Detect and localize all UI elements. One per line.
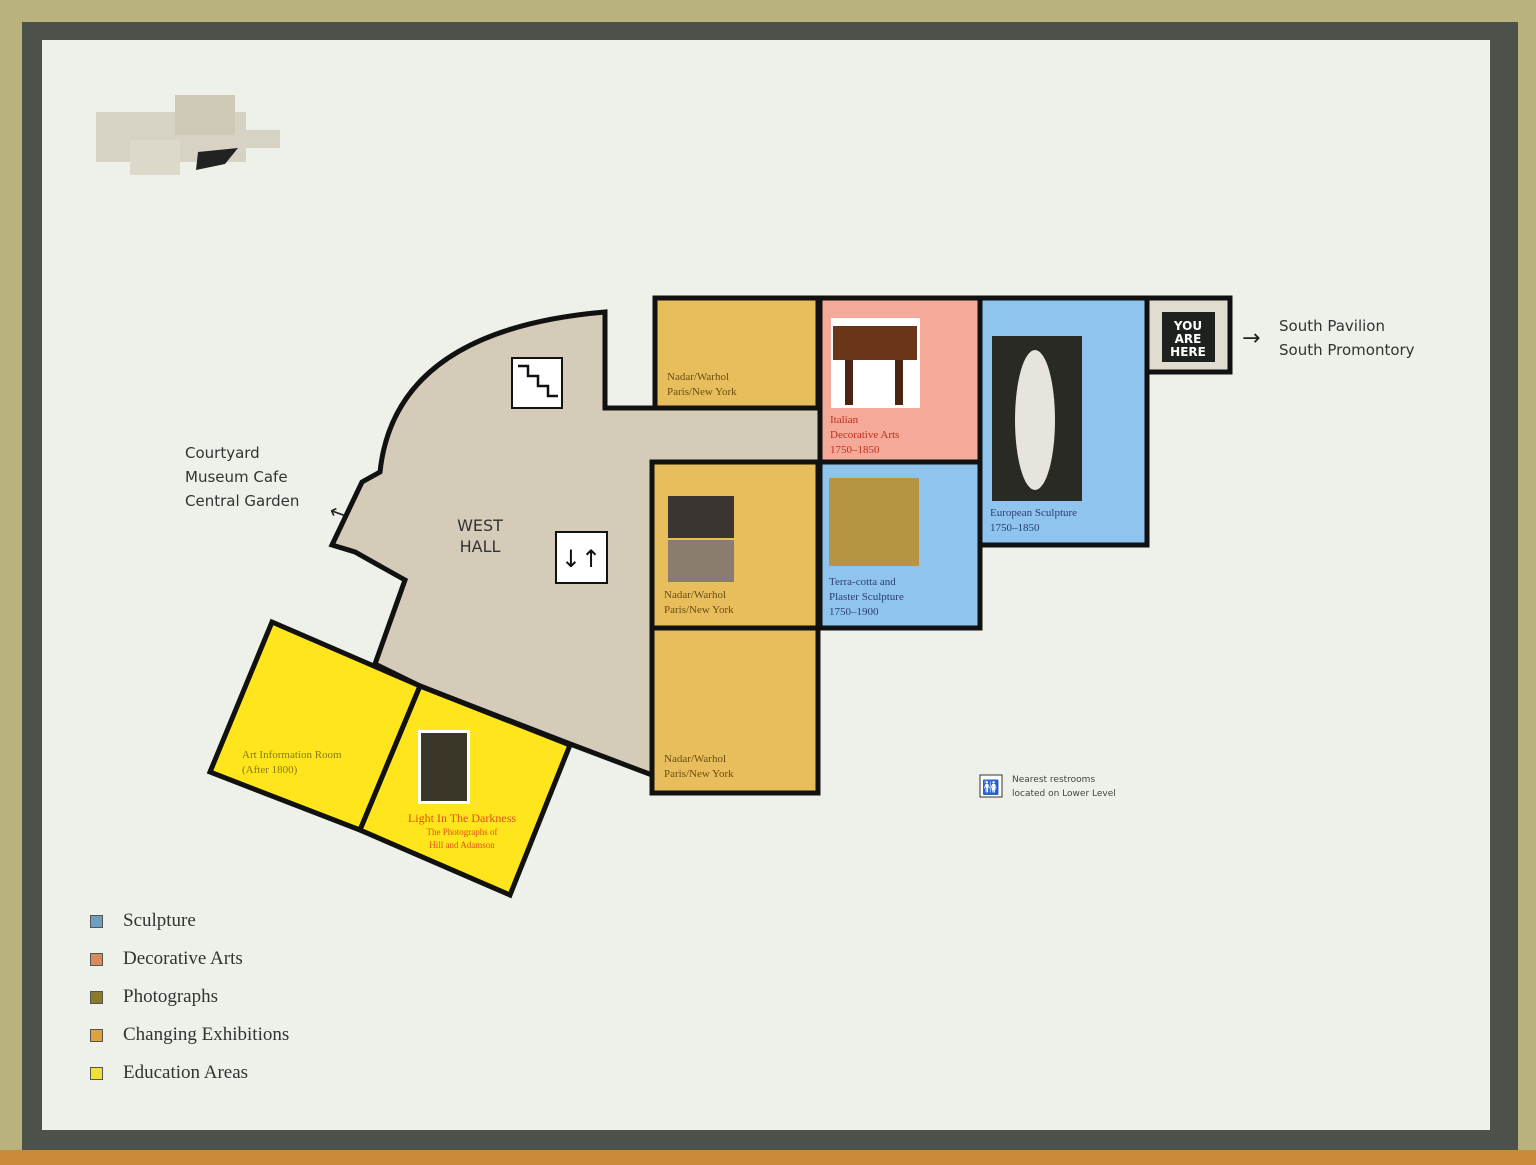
hall-label: HALL bbox=[460, 537, 501, 556]
room-label: Terra-cotta and bbox=[829, 576, 896, 588]
artwork-image-warhol bbox=[668, 540, 734, 582]
direction-label: South Promontory bbox=[1279, 341, 1415, 359]
room-label: Paris/New York bbox=[664, 768, 734, 780]
direction-west: Courtyard Museum Cafe Central Garden bbox=[185, 441, 299, 513]
you-are-here-text: YOU bbox=[1173, 319, 1202, 333]
right-arrow-icon: → bbox=[1242, 326, 1260, 351]
legend-item-sculpture: Sculpture bbox=[90, 902, 289, 940]
room-label: Nadar/Warhol bbox=[664, 753, 726, 765]
legend-swatch bbox=[90, 1066, 103, 1080]
restroom-icon: 🚻 bbox=[979, 774, 1003, 798]
artwork-image-terracotta bbox=[829, 478, 919, 566]
direction-east: South Pavilion South Promontory bbox=[1279, 314, 1415, 362]
room-label: 1750–1900 bbox=[829, 606, 879, 618]
you-are-here-marker bbox=[1162, 312, 1215, 362]
room-label: Nadar/Warhol bbox=[667, 371, 729, 383]
artwork-image-hill-adamson bbox=[421, 733, 467, 801]
room-label: Paris/New York bbox=[664, 604, 734, 616]
artwork-image-nadar bbox=[668, 496, 734, 538]
room-label: European Sculpture bbox=[990, 507, 1077, 519]
restroom-note: located on Lower Level bbox=[1012, 789, 1116, 799]
direction-label: Central Garden bbox=[185, 492, 300, 510]
room-nadar-warhol-top[interactable] bbox=[652, 295, 821, 411]
room-label: Hill and Adamson bbox=[429, 840, 495, 850]
room-label: 1750–1850 bbox=[830, 444, 880, 456]
legend-swatch bbox=[90, 990, 103, 1004]
room-nadar-warhol-bottom[interactable] bbox=[649, 625, 821, 796]
room-label: Plaster Sculpture bbox=[829, 591, 904, 603]
you-are-here-text: ARE bbox=[1175, 332, 1202, 346]
legend-swatch bbox=[90, 914, 103, 928]
direction-label: South Pavilion bbox=[1279, 317, 1385, 335]
direction-label: Museum Cafe bbox=[185, 468, 288, 486]
room-label: Light In The Darkness bbox=[408, 811, 516, 825]
left-arrow-icon: ← bbox=[326, 498, 350, 526]
direction-label: Courtyard bbox=[185, 444, 260, 462]
room-label: Paris/New York bbox=[667, 386, 737, 398]
legend-label: Photographs bbox=[123, 986, 218, 1007]
room-label: (After 1800) bbox=[242, 764, 298, 776]
legend-label: Education Areas bbox=[123, 1062, 249, 1083]
room-label: Italian bbox=[830, 414, 859, 426]
restroom-note: Nearest restrooms bbox=[1012, 775, 1095, 785]
legend-swatch bbox=[90, 952, 103, 966]
legend-item-changing-exhibitions: Changing Exhibitions bbox=[90, 1016, 289, 1054]
stairs-icon bbox=[511, 357, 563, 409]
legend-label: Decorative Arts bbox=[123, 948, 243, 969]
room-label: 1750–1850 bbox=[990, 522, 1040, 534]
wall-strip bbox=[0, 1150, 1536, 1165]
room-label: Nadar/Warhol bbox=[664, 589, 726, 601]
svg-text:🚻: 🚻 bbox=[982, 779, 999, 796]
you-are-here-text: HERE bbox=[1170, 345, 1206, 359]
locator-map bbox=[96, 95, 280, 175]
legend-item-education-areas: Education Areas bbox=[90, 1054, 289, 1092]
legend: Sculpture Decorative Arts Photographs Ch… bbox=[90, 902, 289, 1092]
hall-label: WEST bbox=[457, 516, 503, 535]
legend-label: Sculpture bbox=[123, 910, 196, 931]
legend-swatch bbox=[90, 1028, 103, 1042]
elevator-icon: ↓↑ bbox=[555, 531, 608, 584]
legend-item-decorative-arts: Decorative Arts bbox=[90, 940, 289, 978]
legend-label: Changing Exhibitions bbox=[123, 1024, 290, 1045]
room-label: The Photographs of bbox=[427, 827, 498, 837]
svg-text:↓↑: ↓↑ bbox=[561, 545, 601, 573]
room-label: Decorative Arts bbox=[830, 429, 899, 441]
legend-item-photographs: Photographs bbox=[90, 978, 289, 1016]
room-label: Art Information Room bbox=[242, 749, 342, 761]
